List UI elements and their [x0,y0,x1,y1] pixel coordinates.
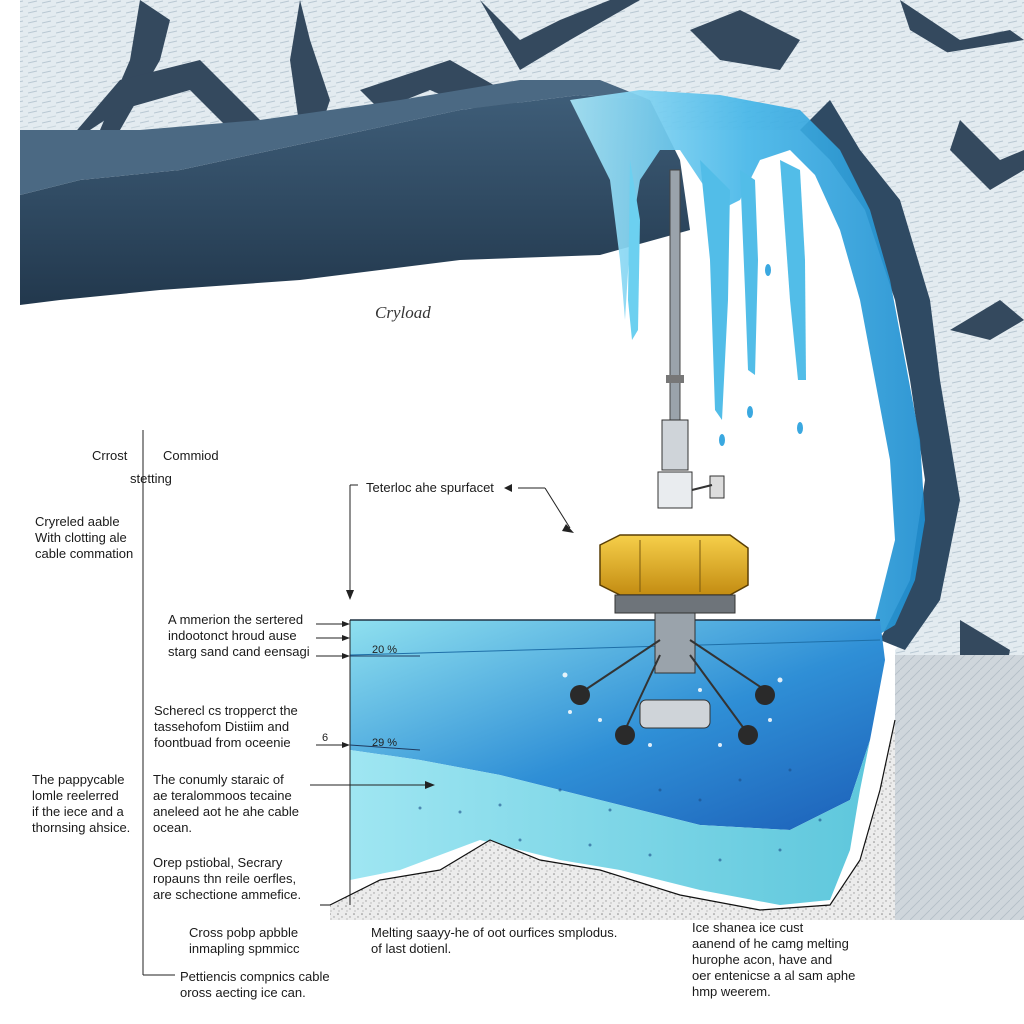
subglacial-ocean [349,619,885,905]
lower-mid-label: The conumly staraic of ae teralommoos te… [153,772,300,835]
ice-crust [20,0,1024,920]
cable-label: Cryreled aable With clotting ale cable c… [35,514,134,561]
mid-left-label: Scherecl cs tropperct the tassehofom Dis… [154,703,298,750]
bottom-label: Pettiencis compnics cable oross aecting … [180,969,330,1000]
top-percentage: 20 % [372,644,398,656]
arrow-icon [342,484,574,789]
meltwater-fall [570,90,925,640]
probe-icon [562,169,783,747]
water-top-label: A mmerion the sertered indootonct hroud … [168,612,310,659]
mid-percentage: 29 % [372,737,398,749]
column-label-b: Commiod [163,448,219,463]
melting-label: Melting saayy-he of oot ourfices smplodu… [371,925,618,956]
water-level-lines [349,655,421,751]
surface-label: Teterloc ahe spurfacet [366,480,494,495]
column-sublabel: stetting [130,471,172,486]
diagram-title: Cryload [375,303,431,322]
seabed-sediment [320,719,896,920]
mid-left-tag: 6 [322,732,332,744]
lower-far-left-label: The pappycable lomle reelerred if the ie… [32,772,131,835]
column-label-a: Crrost [92,448,128,463]
bottom-left-label: Orep pstiobal, Secrary ropauns thn reile… [153,855,302,902]
leader-lines [142,430,571,976]
ice-shelf-label: Ice shanea ice cust aanend of he camg me… [692,920,856,999]
cross-label: Cross pobp apbble inmapling spmmicc [189,925,300,956]
